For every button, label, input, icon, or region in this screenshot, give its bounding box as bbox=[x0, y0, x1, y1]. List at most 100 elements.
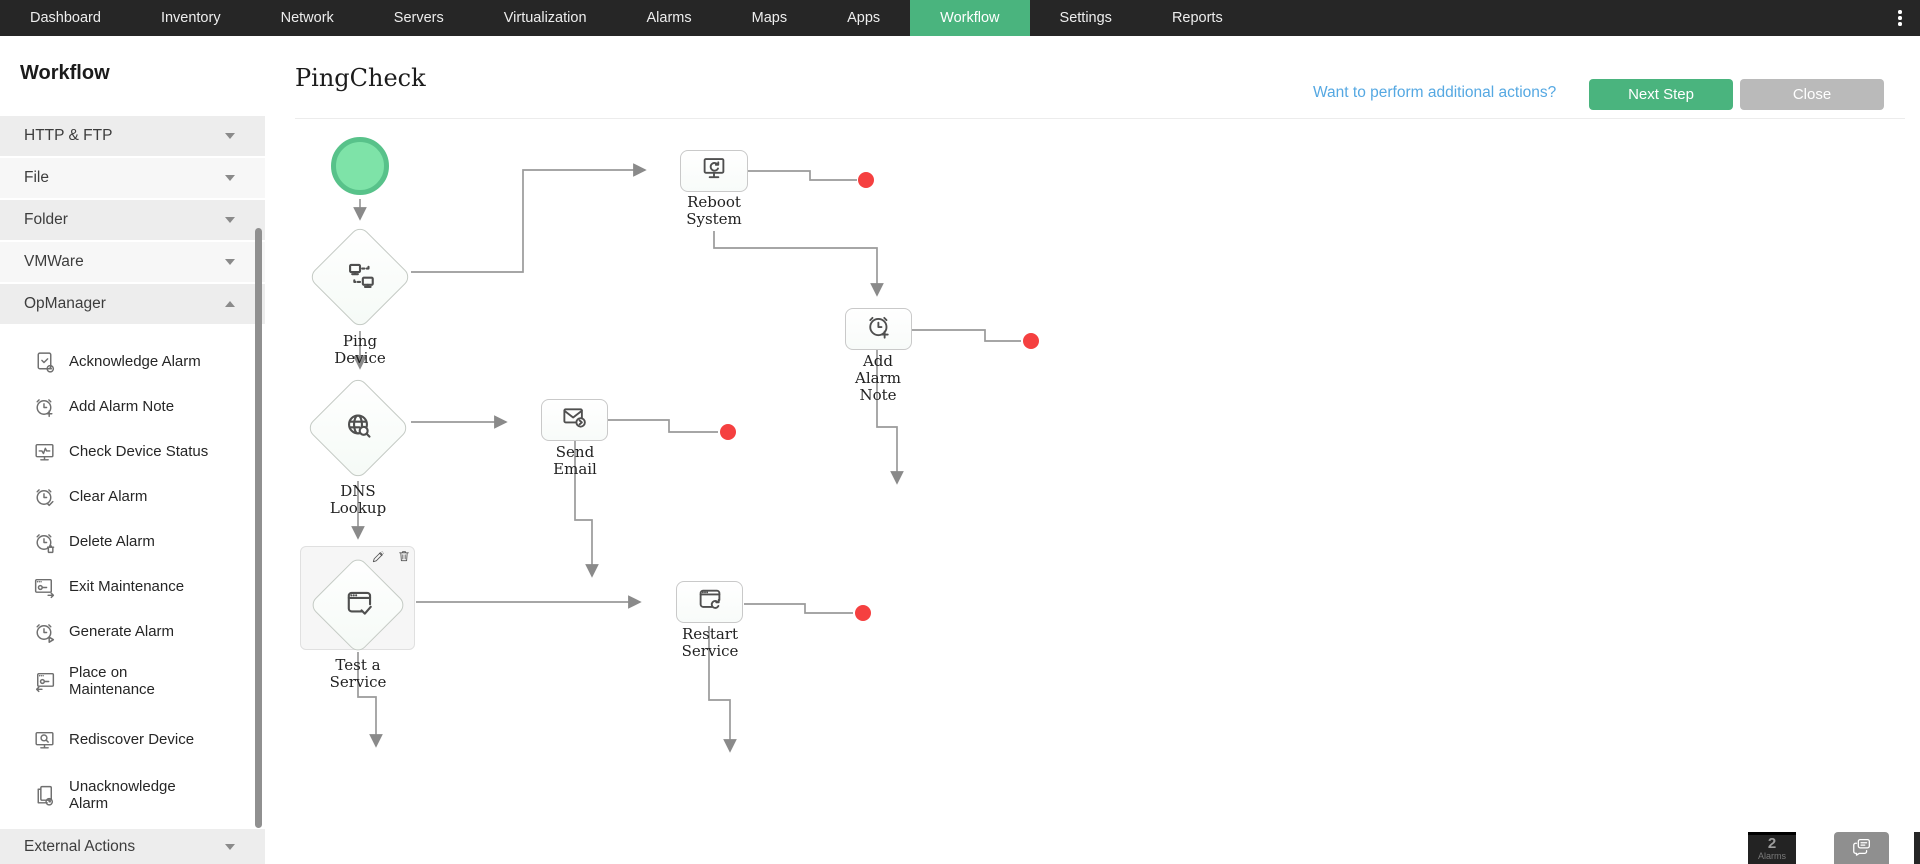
chevron-down-icon bbox=[225, 217, 235, 223]
nav-item-maps[interactable]: Maps bbox=[751, 10, 788, 26]
node-label-test-a-service: Test a Service bbox=[329, 656, 387, 691]
nav-item-settings[interactable]: Settings bbox=[1059, 10, 1112, 26]
unacknowledge-alarm-icon bbox=[32, 783, 57, 808]
chevron-down-icon bbox=[225, 133, 235, 139]
sidebar-item-check-device-status[interactable]: Check Device Status bbox=[0, 430, 256, 474]
connector-reboot-to-endpoint bbox=[748, 170, 857, 181]
edit-node-icon[interactable] bbox=[371, 550, 385, 569]
test-a-service-icon bbox=[332, 579, 384, 631]
connector-email-down bbox=[574, 441, 599, 578]
node-label-send-email: Send Email bbox=[553, 443, 597, 478]
connector-addnote-down bbox=[876, 350, 904, 485]
node-test-a-service[interactable] bbox=[308, 555, 408, 655]
item-label: Exit Maintenance bbox=[69, 578, 185, 596]
endpoint-dot-addnote[interactable] bbox=[1023, 333, 1039, 349]
chevron-down-icon bbox=[225, 175, 235, 181]
sidebar: Workflow HTTP & FTP File Folder VMWare O… bbox=[0, 36, 265, 864]
sidebar-item-acknowledge-alarm[interactable]: Acknowledge Alarm bbox=[0, 340, 256, 384]
connector-restart-down bbox=[708, 626, 737, 753]
section-label: File bbox=[24, 169, 49, 186]
nav-item-reports[interactable]: Reports bbox=[1171, 10, 1223, 26]
chat-icon bbox=[1850, 835, 1874, 862]
nav-item-dashboard[interactable]: Dashboard bbox=[30, 10, 101, 26]
endpoint-dot-email[interactable] bbox=[720, 424, 736, 440]
node-label-reboot-system: Reboot System bbox=[686, 193, 742, 228]
alarm-count-widget[interactable]: 2 Alarms bbox=[1748, 832, 1796, 864]
item-label: Rediscover Device bbox=[69, 731, 195, 749]
sidebar-section-file[interactable]: File bbox=[0, 158, 265, 198]
start-node[interactable] bbox=[331, 137, 389, 195]
top-nav: Dashboard Inventory Network Servers Virt… bbox=[0, 0, 1920, 36]
sidebar-section-external-actions[interactable]: External Actions bbox=[0, 829, 265, 864]
node-label-add-alarm-note: Add Alarm Note bbox=[855, 352, 901, 404]
node-reboot-system[interactable] bbox=[680, 150, 748, 192]
nav-item-virtualization[interactable]: Virtualization bbox=[503, 10, 587, 26]
ping-device-icon bbox=[334, 251, 386, 303]
item-label: Delete Alarm bbox=[69, 533, 155, 551]
section-label: Folder bbox=[24, 211, 68, 228]
endpoint-dot-reboot[interactable] bbox=[858, 172, 874, 188]
sidebar-item-add-alarm-note[interactable]: Add Alarm Note bbox=[0, 385, 256, 429]
dns-lookup-icon bbox=[332, 402, 384, 454]
add-alarm-note-node-icon bbox=[864, 312, 894, 347]
sidebar-section-vmware[interactable]: VMWare bbox=[0, 242, 265, 282]
next-step-button[interactable]: Next Step bbox=[1589, 79, 1733, 110]
item-label: Unacknowledge Alarm bbox=[69, 777, 176, 812]
sidebar-item-unacknowledge-alarm[interactable]: Unacknowledge Alarm bbox=[0, 768, 256, 822]
sidebar-scrollbar[interactable] bbox=[255, 228, 262, 828]
node-restart-service[interactable] bbox=[676, 581, 743, 623]
sidebar-section-http-ftp[interactable]: HTTP & FTP bbox=[0, 116, 265, 156]
close-button[interactable]: Close bbox=[1740, 79, 1884, 110]
sidebar-section-opmanager[interactable]: OpManager bbox=[0, 284, 265, 324]
additional-actions-link[interactable]: Want to perform additional actions? bbox=[1313, 84, 1557, 101]
add-alarm-note-icon bbox=[32, 395, 57, 420]
nav-item-apps[interactable]: Apps bbox=[847, 10, 881, 26]
connector-addnote-to-endpoint bbox=[912, 329, 1021, 342]
header-divider bbox=[295, 118, 1905, 119]
sidebar-item-delete-alarm[interactable]: Delete Alarm bbox=[0, 520, 256, 564]
nav-item-alarms[interactable]: Alarms bbox=[646, 10, 692, 26]
node-dns-lookup[interactable] bbox=[305, 375, 411, 481]
connector-reboot-to-addnote bbox=[713, 231, 884, 297]
node-label-ping-device: Ping Device bbox=[334, 332, 386, 367]
sidebar-title: Workflow bbox=[20, 62, 110, 84]
node-add-alarm-note[interactable] bbox=[845, 308, 912, 350]
nav-item-workflow[interactable]: Workflow bbox=[910, 0, 1030, 36]
reboot-system-icon bbox=[699, 154, 729, 189]
place-on-maintenance-icon bbox=[32, 669, 57, 694]
nav-item-servers[interactable]: Servers bbox=[393, 10, 444, 26]
sidebar-item-exit-maintenance[interactable]: Exit Maintenance bbox=[0, 565, 256, 609]
clear-alarm-icon bbox=[32, 485, 57, 510]
send-email-icon bbox=[560, 403, 590, 438]
delete-node-icon[interactable] bbox=[397, 549, 411, 568]
delete-alarm-icon bbox=[32, 530, 57, 555]
sidebar-item-clear-alarm[interactable]: Clear Alarm bbox=[0, 475, 256, 519]
nav-item-network[interactable]: Network bbox=[280, 10, 334, 26]
connector-test-down bbox=[357, 652, 383, 748]
alarm-caption: Alarms bbox=[1757, 851, 1786, 861]
chat-widget[interactable] bbox=[1834, 832, 1889, 864]
item-label: Add Alarm Note bbox=[69, 398, 175, 416]
connector-restart-to-endpoint bbox=[744, 603, 853, 614]
sidebar-section-folder[interactable]: Folder bbox=[0, 200, 265, 240]
sidebar-item-generate-alarm[interactable]: Generate Alarm bbox=[0, 610, 256, 654]
generate-alarm-icon bbox=[32, 620, 57, 645]
connector-ping-to-reboot bbox=[411, 163, 647, 273]
section-label: OpManager bbox=[24, 295, 106, 312]
sidebar-item-rediscover-device[interactable]: Rediscover Device bbox=[0, 718, 256, 762]
item-label: Check Device Status bbox=[69, 443, 209, 461]
exit-maintenance-icon bbox=[32, 575, 57, 600]
chevron-down-icon bbox=[225, 259, 235, 265]
acknowledge-alarm-icon bbox=[32, 350, 57, 375]
node-send-email[interactable] bbox=[541, 399, 608, 441]
chevron-up-icon bbox=[225, 301, 235, 307]
sidebar-item-place-on-maintenance[interactable]: Place on Maintenance bbox=[0, 654, 256, 708]
nav-item-inventory[interactable]: Inventory bbox=[160, 10, 221, 26]
item-label: Clear Alarm bbox=[69, 488, 148, 506]
node-ping-device[interactable] bbox=[307, 224, 413, 330]
endpoint-dot-restart[interactable] bbox=[855, 605, 871, 621]
page-title: PingCheck bbox=[295, 64, 426, 92]
kebab-menu-icon[interactable] bbox=[1880, 0, 1920, 36]
node-label-dns-lookup: DNS Lookup bbox=[329, 482, 387, 517]
